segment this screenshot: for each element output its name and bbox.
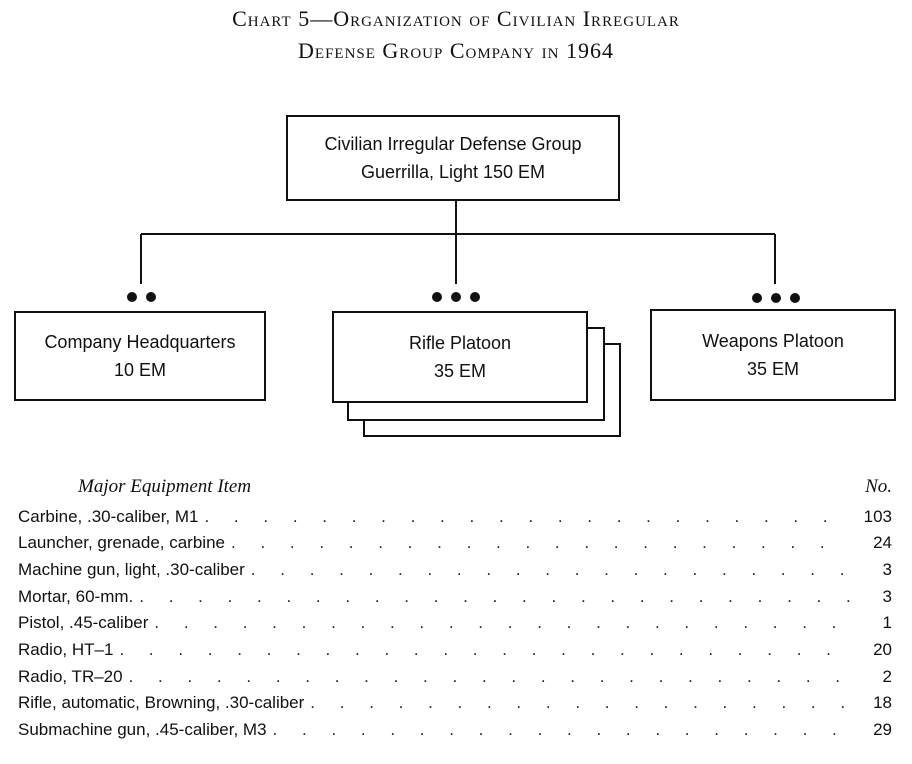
equipment-count: 2 (882, 667, 892, 686)
cidg-box: Civilian Irregular Defense Group Guerril… (286, 115, 620, 201)
rifle-platoon-strength: 35 EM (433, 361, 487, 381)
equipment-row: Launcher, grenade, carbine 24 (18, 533, 892, 557)
rifle-dot-1 (432, 292, 442, 302)
equipment-row: Pistol, .45-caliber 1 (18, 613, 892, 637)
equipment-row: Mortar, 60-mm. 3 (18, 587, 892, 611)
equipment-count: 1 (882, 613, 892, 632)
equipment-name: Submachine gun, .45-caliber, M3 (18, 720, 267, 739)
equipment-name: Radio, HT–1 (18, 640, 114, 659)
weapons-platoon-box: Weapons Platoon 35 EM (650, 309, 896, 401)
company-headquarters-strength: 10 EM (113, 360, 167, 380)
company-headquarters-box: Company Headquarters 10 EM (14, 311, 266, 401)
weapons-dot-2 (771, 293, 781, 303)
equipment-count: 20 (873, 640, 892, 659)
equipment-count: 103 (863, 507, 892, 526)
chart-title-line-1: Chart 5—Organization of Civilian Irregul… (232, 6, 680, 31)
weapons-platoon-label: Weapons Platoon (702, 331, 844, 351)
leader-dots (251, 560, 850, 580)
cidg-box-line-1: Civilian Irregular Defense Group (324, 134, 582, 154)
rifle-platoon-label: Rifle Platoon (408, 333, 512, 353)
equipment-name: Pistol, .45-caliber (18, 613, 149, 632)
equipment-name: Launcher, grenade, carbine (18, 533, 225, 552)
weapons-dot-1 (752, 293, 762, 303)
equipment-row: Machine gun, light, .30-caliber 3 (18, 560, 892, 584)
equipment-header-no: No. (865, 476, 892, 497)
hq-dot-2 (146, 292, 156, 302)
equipment-row: Radio, HT–1 20 (18, 640, 892, 664)
equipment-count: 29 (873, 720, 892, 739)
equipment-row: Carbine, .30-caliber, M1 103 (18, 507, 892, 531)
equipment-count: 18 (873, 693, 892, 712)
weapons-dot-3 (790, 293, 800, 303)
leader-dots (204, 507, 850, 527)
equipment-row: Rifle, automatic, Browning, .30-caliber … (18, 693, 892, 717)
equipment-name: Machine gun, light, .30-caliber (18, 560, 245, 579)
leader-dots (154, 613, 850, 633)
equipment-count: 3 (882, 560, 892, 579)
equipment-name: Radio, TR–20 (18, 667, 123, 686)
leader-dots (139, 587, 850, 607)
cidg-box-line-2: Guerrilla, Light 150 EM (360, 162, 546, 182)
equipment-name: Mortar, 60-mm. (18, 587, 134, 606)
leader-dots (273, 720, 850, 740)
equipment-name: Rifle, automatic, Browning, .30-caliber (18, 693, 305, 712)
leader-dots (119, 640, 850, 660)
equipment-header-item: Major Equipment Item (78, 476, 252, 497)
hq-dot-1 (127, 292, 137, 302)
equipment-row: Submachine gun, .45-caliber, M3 29 (18, 720, 892, 744)
equipment-row: Radio, TR–20 2 (18, 667, 892, 691)
rifle-platoon-box: Rifle Platoon 35 EM (332, 311, 588, 403)
company-headquarters-label: Company Headquarters (44, 332, 236, 352)
leader-dots (310, 693, 850, 713)
chart-title-line-2: Defense Group Company in 1964 (298, 38, 614, 63)
rifle-dot-2 (451, 292, 461, 302)
rifle-dot-3 (470, 292, 480, 302)
leader-dots (231, 533, 850, 553)
weapons-platoon-strength: 35 EM (746, 359, 800, 379)
equipment-name: Carbine, .30-caliber, M1 (18, 507, 199, 526)
equipment-count: 24 (873, 533, 892, 552)
equipment-count: 3 (882, 587, 892, 606)
leader-dots (129, 667, 850, 687)
